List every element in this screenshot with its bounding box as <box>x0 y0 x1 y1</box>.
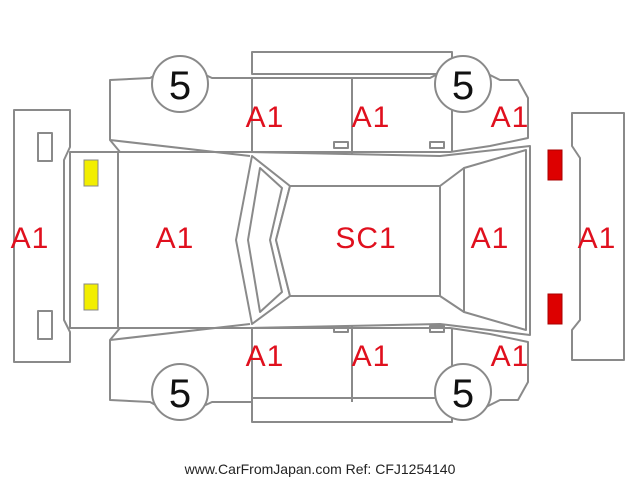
trunk <box>463 149 527 331</box>
rear-bumper <box>571 112 625 361</box>
front-bumper-code: A1 <box>11 222 50 255</box>
bottom-side-profile <box>109 298 529 423</box>
tire-front-bottom-value: 5 <box>169 372 191 416</box>
tire-rear-top: 5 <box>434 55 492 113</box>
hood-code: A1 <box>156 222 195 255</box>
roof-code: SC1 <box>335 222 396 255</box>
tire-front-bottom: 5 <box>151 363 209 421</box>
top-side-profile <box>109 51 529 184</box>
front-bumper <box>13 109 71 363</box>
top-rear-fender-code: A1 <box>491 101 530 134</box>
rear-window <box>439 167 465 313</box>
bottom-rear-door-code: A1 <box>352 340 391 373</box>
top-rear-door-code: A1 <box>352 101 391 134</box>
tire-front-top: 5 <box>151 55 209 113</box>
tire-rear-bottom-value: 5 <box>452 372 474 416</box>
rear-light-top <box>547 149 563 181</box>
front-light-bottom <box>83 283 99 311</box>
rear-light-bottom <box>547 293 563 325</box>
roof <box>275 185 441 297</box>
tire-rear-top-value: 5 <box>452 64 474 108</box>
trunk-code: A1 <box>471 222 510 255</box>
body-connector-lines <box>109 139 251 341</box>
tire-rear-bottom: 5 <box>434 363 492 421</box>
source-reference: www.CarFromJapan.com Ref: CFJ1254140 <box>184 461 456 477</box>
rear-bumper-code: A1 <box>578 222 617 255</box>
tire-front-top-value: 5 <box>169 64 191 108</box>
bottom-front-door-code: A1 <box>246 340 285 373</box>
bottom-rear-fender-code: A1 <box>491 340 530 373</box>
top-front-door-code: A1 <box>246 101 285 134</box>
front-light-top <box>83 159 99 187</box>
